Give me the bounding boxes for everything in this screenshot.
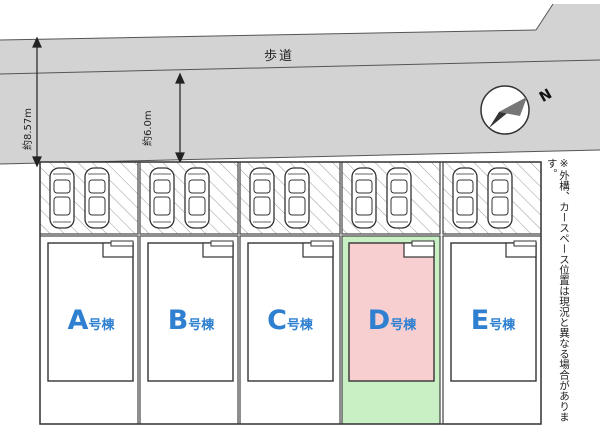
road: [0, 4, 600, 164]
entrance-step: [110, 240, 134, 247]
unit-suffix: 号棟: [188, 318, 215, 333]
road-edge-corner: [535, 3, 554, 31]
entrance-step: [513, 240, 537, 247]
unit-label-d: D号棟: [342, 305, 442, 336]
entrance-step: [210, 240, 234, 247]
car-icon: [284, 167, 310, 229]
unit-suffix: 号棟: [88, 318, 115, 333]
house-footprint: [450, 242, 537, 382]
house-footprint: [147, 242, 234, 382]
house-footprint: [348, 242, 435, 382]
entrance-step: [310, 240, 334, 247]
unit-letter: D: [367, 305, 391, 336]
unit-suffix: 号棟: [489, 318, 516, 333]
car-icon: [487, 167, 513, 229]
unit-suffix: 号棟: [390, 318, 417, 333]
disclaimer-note: ※外構、カースペース位置は現況と異なる場合があります。: [545, 158, 570, 422]
entrance-step: [411, 240, 435, 247]
road-edge-top: [0, 29, 537, 41]
unit-label-b: B号棟: [141, 305, 241, 336]
car-icon: [49, 167, 75, 229]
site-boundary: [39, 161, 542, 425]
car-icon: [184, 167, 210, 229]
car-icon: [149, 167, 175, 229]
unit-label-a: A号棟: [41, 305, 141, 336]
unit-label-c: C号棟: [240, 305, 340, 336]
dimension-arrow-1: [32, 36, 42, 168]
unit-letter: A: [67, 305, 89, 336]
dimension-label-1: 約8.57m: [23, 107, 34, 150]
car-icon: [351, 167, 377, 229]
sidewalk-label: 歩道: [264, 49, 295, 64]
unit-letter: E: [470, 305, 490, 336]
car-icon: [452, 167, 478, 229]
car-icon: [84, 167, 110, 229]
unit-label-e: E号棟: [443, 305, 543, 336]
house-footprint: [247, 242, 334, 382]
car-icon: [386, 167, 412, 229]
unit-letter: C: [267, 305, 287, 336]
sidewalk-line: [0, 59, 600, 75]
unit-suffix: 号棟: [286, 318, 313, 333]
unit-letter: B: [167, 305, 189, 336]
house-footprint: [47, 242, 134, 382]
compass-icon: [480, 85, 530, 135]
dimension-label-2: 約6.0m: [143, 110, 154, 146]
car-icon: [249, 167, 275, 229]
dimension-arrow-2: [175, 72, 185, 164]
